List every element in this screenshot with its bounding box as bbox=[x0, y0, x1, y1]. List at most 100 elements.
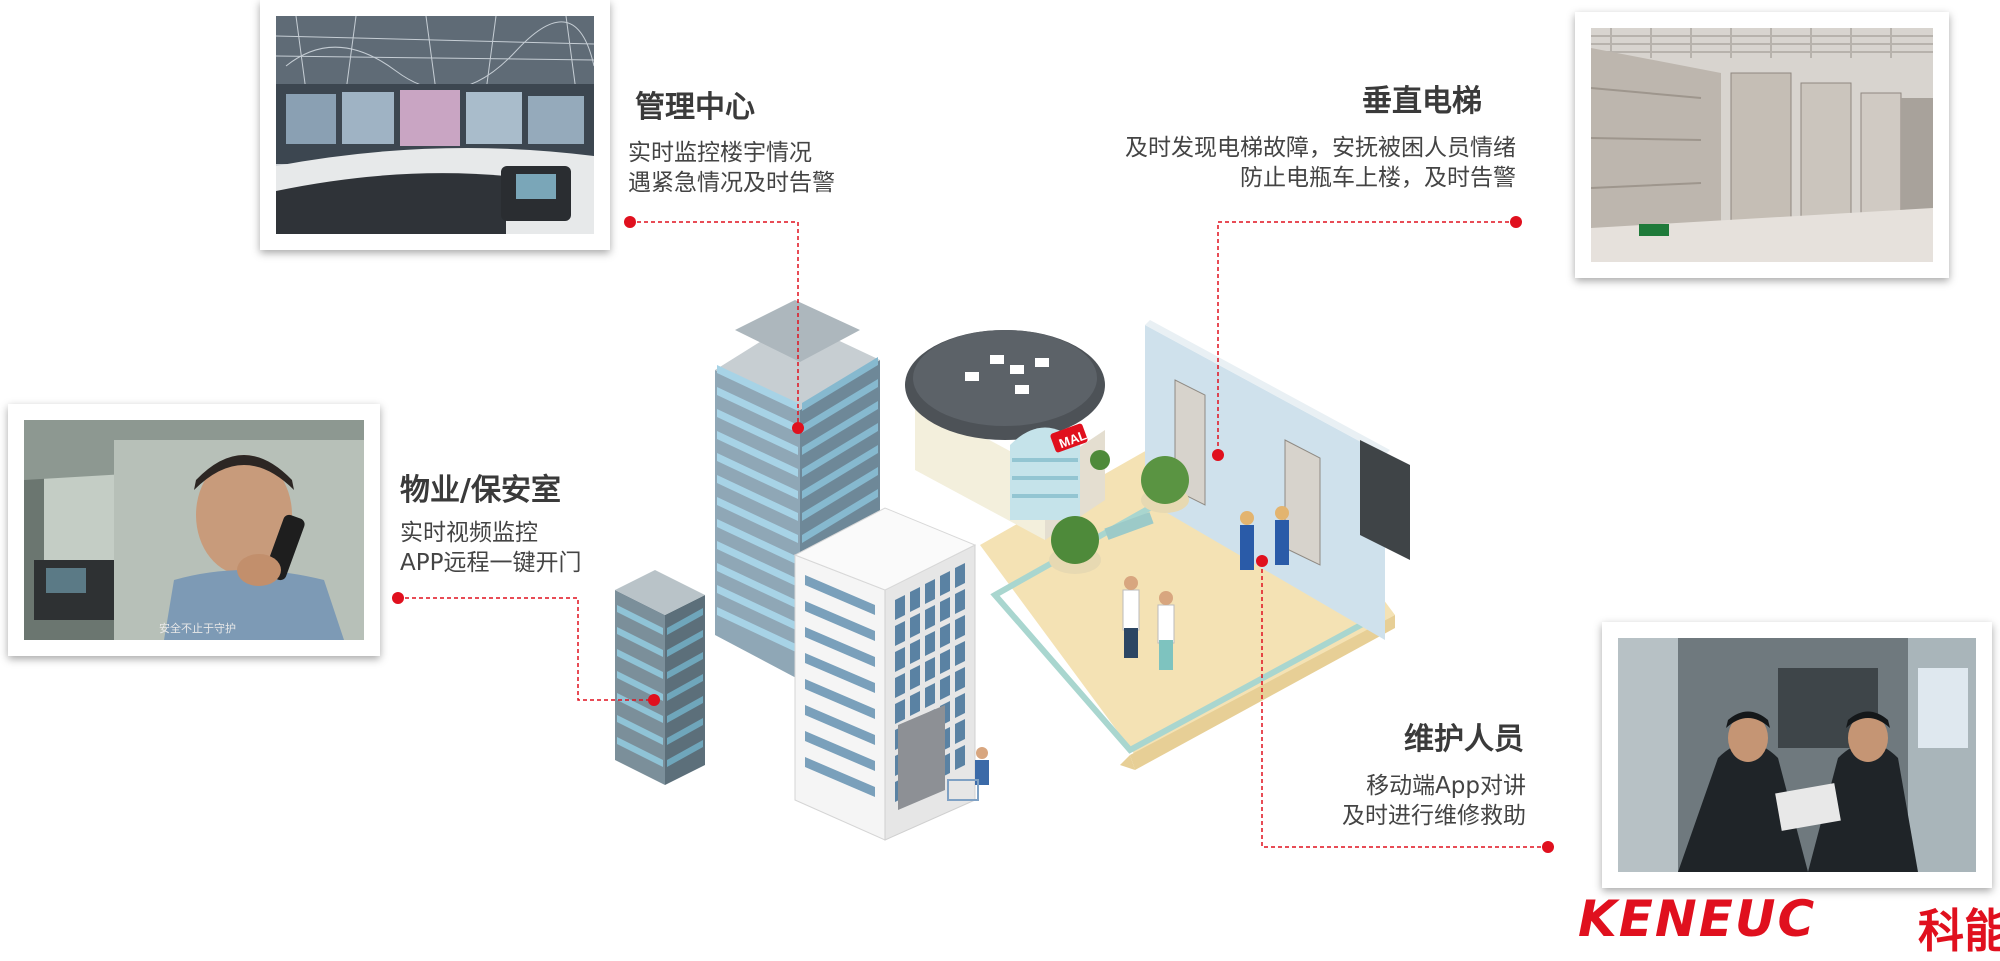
leader-line-elevator bbox=[1217, 221, 1516, 455]
tower-window-band bbox=[717, 541, 798, 587]
elevator-wall bbox=[1145, 320, 1410, 640]
office-window-band bbox=[805, 757, 875, 797]
dot-security-end bbox=[648, 694, 660, 706]
office-window bbox=[895, 595, 905, 620]
small-tower-window-band bbox=[617, 649, 663, 679]
tower-window-band bbox=[717, 475, 798, 521]
people-figures bbox=[947, 506, 1289, 801]
small-tower-window-band bbox=[667, 740, 703, 767]
office-window bbox=[955, 745, 965, 770]
tower-window-band bbox=[802, 467, 878, 521]
leader-line-maintenance bbox=[1261, 561, 1548, 848]
office-window-band bbox=[805, 705, 875, 745]
office-window bbox=[910, 613, 920, 638]
small-tower-window-band bbox=[617, 627, 663, 657]
security-title: 物业/保安室 bbox=[400, 473, 561, 508]
office-window bbox=[895, 647, 905, 672]
office-window bbox=[925, 631, 935, 656]
leader-line-security bbox=[398, 597, 654, 701]
office-window-band bbox=[805, 653, 875, 693]
office-window-band bbox=[805, 601, 875, 641]
maintenance-title: 维护人员 bbox=[1404, 722, 1524, 757]
small-tower-window-band bbox=[617, 671, 663, 701]
office-window bbox=[925, 579, 935, 604]
office-window bbox=[940, 623, 950, 648]
small-tower-window-band bbox=[667, 696, 703, 723]
dot-elevator-start bbox=[1510, 216, 1522, 228]
office-window bbox=[925, 605, 935, 630]
tower-window-band bbox=[717, 387, 798, 433]
control-room-image bbox=[276, 16, 594, 234]
management-title: 管理中心 bbox=[635, 90, 755, 125]
tower-window-band bbox=[717, 409, 798, 455]
elevator-lobby-photo bbox=[1575, 12, 1949, 278]
control-room-photo bbox=[260, 0, 610, 250]
office-window bbox=[955, 719, 965, 744]
tower-window-band bbox=[717, 585, 798, 631]
office-window bbox=[910, 691, 920, 716]
brand-logo-cn: 科能 bbox=[1918, 904, 2000, 958]
office-window bbox=[895, 673, 905, 698]
office-window bbox=[925, 657, 935, 682]
office-window-band bbox=[805, 679, 875, 719]
dot-management-end bbox=[792, 422, 804, 434]
office-window-band bbox=[805, 575, 875, 615]
office-window-band bbox=[805, 731, 875, 771]
security-room-photo: 安全不止于守护 bbox=[8, 404, 380, 656]
office-window bbox=[955, 589, 965, 614]
brand-logo-latin: KENEUC bbox=[1578, 890, 1817, 948]
potted-trees bbox=[1049, 450, 1189, 574]
dot-maintenance-start bbox=[1542, 841, 1554, 853]
office-window bbox=[910, 639, 920, 664]
small-tower bbox=[615, 570, 705, 785]
office-window-band bbox=[805, 627, 875, 667]
office-window bbox=[910, 587, 920, 612]
dot-security-start bbox=[392, 592, 404, 604]
elevator-line-2: 防止电瓶车上楼，及时告警 bbox=[1240, 165, 1516, 191]
office-window bbox=[940, 571, 950, 596]
maintenance-line-1: 移动端App对讲 bbox=[1366, 773, 1526, 799]
leader-line-management bbox=[630, 221, 799, 428]
small-tower-window-band bbox=[617, 605, 663, 635]
maintenance-staff-image bbox=[1618, 638, 1976, 872]
office-window bbox=[955, 563, 965, 588]
office-window bbox=[895, 699, 905, 724]
office-window bbox=[955, 667, 965, 692]
tower-window-band bbox=[802, 423, 878, 477]
tower-window-band bbox=[717, 607, 798, 653]
tower-window-band bbox=[802, 401, 878, 455]
tower-window-band bbox=[717, 365, 798, 411]
office-window bbox=[940, 649, 950, 674]
elevator-title: 垂直电梯 bbox=[1362, 84, 1482, 119]
photo-caption: 安全不止于守护 bbox=[159, 622, 236, 635]
dot-management-start bbox=[624, 216, 636, 228]
office-window bbox=[955, 693, 965, 718]
small-tower-window-band bbox=[617, 715, 663, 745]
tower-window-band bbox=[717, 453, 798, 499]
tower-window-band bbox=[717, 563, 798, 609]
security-line-2: APP远程一键开门 bbox=[400, 550, 582, 576]
mall-building: MALL bbox=[905, 330, 1105, 540]
office-window bbox=[910, 665, 920, 690]
tower-window-band bbox=[802, 357, 878, 411]
dot-maintenance-end bbox=[1256, 555, 1268, 567]
office-window bbox=[955, 615, 965, 640]
office-window bbox=[925, 683, 935, 708]
management-line-1: 实时监控楼宇情况 bbox=[628, 140, 812, 166]
maintenance-staff-photo bbox=[1602, 622, 1992, 888]
tower-window-band bbox=[717, 431, 798, 477]
maintenance-line-2: 及时进行维修救助 bbox=[1342, 803, 1526, 829]
office-window bbox=[955, 641, 965, 666]
office-window bbox=[895, 621, 905, 646]
small-tower-window-band bbox=[667, 652, 703, 679]
office-building bbox=[793, 507, 977, 841]
elevator-lobby-image bbox=[1591, 28, 1933, 262]
small-tower-window-band bbox=[617, 737, 663, 767]
small-tower-window-band bbox=[667, 718, 703, 745]
tower-window-band bbox=[802, 445, 878, 499]
small-tower-window-band bbox=[667, 674, 703, 701]
office-window bbox=[940, 597, 950, 622]
tower-window-band bbox=[802, 379, 878, 433]
